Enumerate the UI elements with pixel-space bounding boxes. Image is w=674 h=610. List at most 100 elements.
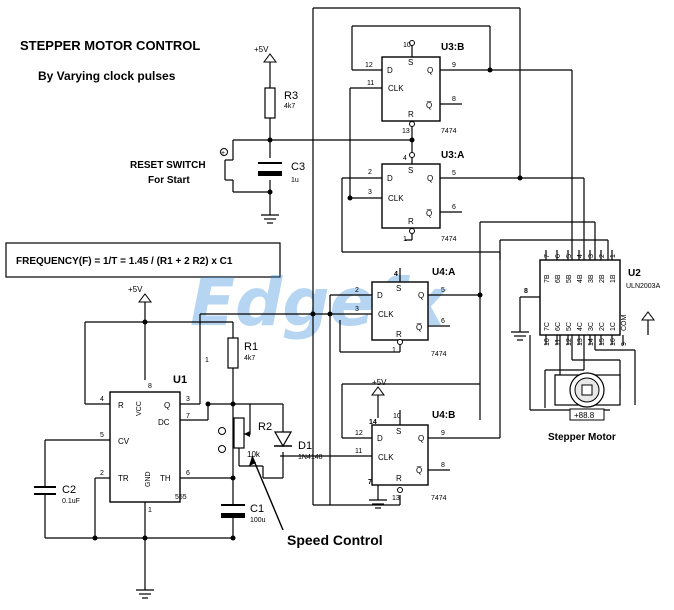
svg-text:11: 11 — [367, 80, 374, 87]
ground-symbol-u2 — [511, 331, 529, 341]
svg-text:D: D — [377, 291, 383, 300]
svg-text:9: 9 — [452, 62, 456, 69]
svg-text:R: R — [408, 110, 414, 119]
svg-text:4: 4 — [100, 396, 104, 403]
resistor-r1: R1 4k7 1 — [205, 337, 258, 369]
svg-text:7: 7 — [186, 413, 190, 420]
svg-text:Q: Q — [427, 174, 433, 183]
u2-top-pin-label: 4B — [577, 274, 584, 283]
stepper-motor: +88.8 Stepper Motor — [548, 372, 621, 443]
flipflop-u4b: U4:B D S Q CLK R Q̅ 10 12 11 13 9 8 14 7… — [355, 410, 455, 502]
svg-text:C1: C1 — [250, 503, 264, 515]
vcc-symbol-r3: +5V — [254, 45, 277, 63]
u2-top-pin-number: 3 — [588, 254, 595, 258]
u2-bottom-pin-label: COM — [621, 315, 628, 332]
svg-text:5: 5 — [441, 287, 445, 294]
u2-bottom-pin-number: 15 — [599, 338, 606, 346]
u2-bottom-pin-label: 6C — [555, 322, 562, 331]
svg-text:R: R — [396, 474, 402, 483]
u2-bottom-pin-number: 9 — [621, 342, 628, 346]
svg-text:+5V: +5V — [372, 378, 387, 387]
svg-text:VCC: VCC — [136, 401, 143, 416]
wires — [44, 7, 649, 590]
svg-text:8: 8 — [148, 383, 152, 390]
vcc-symbol-u4b: +5V — [371, 378, 387, 396]
svg-text:GND: GND — [145, 471, 152, 487]
svg-text:13: 13 — [392, 495, 400, 502]
reset-switch: + RESET SWITCH For Start — [130, 148, 234, 186]
svg-text:10: 10 — [393, 413, 401, 420]
u2-top-pin-number: 4 — [577, 254, 584, 258]
svg-text:+88.8: +88.8 — [574, 411, 595, 420]
u2-top-pin-number: 1 — [610, 254, 617, 258]
potentiometer-r2: R2 10k — [218, 412, 272, 478]
svg-text:R2: R2 — [258, 421, 272, 433]
svg-text:+5V: +5V — [254, 45, 269, 54]
svg-text:S: S — [408, 166, 413, 175]
u2-bottom-pin-label: 2C — [599, 322, 606, 331]
svg-text:12: 12 — [365, 62, 373, 69]
u2-bottom-pin-label: 1C — [610, 322, 617, 331]
svg-text:7474: 7474 — [431, 351, 447, 358]
svg-text:Q̅: Q̅ — [416, 466, 422, 475]
svg-text:11: 11 — [355, 448, 362, 455]
svg-text:6: 6 — [452, 204, 456, 211]
svg-text:4: 4 — [394, 271, 398, 278]
svg-text:1: 1 — [148, 507, 152, 514]
svg-text:R3: R3 — [284, 90, 298, 102]
flipflop-u3a: U3:A D S Q CLK R Q̅ 4 2 3 1 5 6 7474 — [368, 150, 464, 243]
svg-text:Q̅: Q̅ — [426, 209, 432, 218]
svg-text:S: S — [396, 284, 401, 293]
u2-bottom-pin-number: 11 — [555, 339, 562, 346]
u2-top-pin-number: 7 — [544, 254, 551, 258]
capacitor-c3: C3 1u — [258, 161, 305, 184]
svg-text:1: 1 — [205, 357, 209, 364]
svg-text:2: 2 — [100, 470, 104, 477]
svg-text:100u: 100u — [250, 517, 266, 524]
u2-bottom-pin-label: 3C — [588, 322, 595, 331]
vcc-symbol-u2 — [641, 311, 655, 321]
u2-top-pin-label: 7B — [544, 274, 551, 283]
svg-text:S: S — [396, 427, 401, 436]
svg-text:13: 13 — [402, 128, 410, 135]
svg-text:10: 10 — [403, 42, 411, 49]
svg-text:U2: U2 — [628, 268, 641, 279]
svg-text:1N4148: 1N4148 — [298, 454, 323, 461]
resistor-r3: R3 4k7 — [264, 87, 298, 119]
svg-text:S: S — [408, 58, 413, 67]
ground-symbol-u4b — [369, 499, 387, 509]
svg-text:7474: 7474 — [431, 495, 447, 502]
svg-text:U3:B: U3:B — [441, 42, 464, 53]
speed-control-annotation: Speed Control — [249, 455, 383, 548]
u2-bottom-pin-label: 7C — [544, 322, 551, 331]
svg-text:10k: 10k — [247, 450, 261, 459]
svg-text:DC: DC — [158, 418, 170, 427]
svg-text:4k7: 4k7 — [244, 355, 255, 362]
svg-text:Q: Q — [418, 434, 424, 443]
svg-text:6: 6 — [186, 470, 190, 477]
svg-text:7: 7 — [368, 479, 372, 486]
svg-text:CLK: CLK — [378, 310, 394, 319]
svg-text:5: 5 — [100, 432, 104, 439]
svg-text:U4:B: U4:B — [432, 410, 455, 421]
svg-text:3: 3 — [355, 306, 359, 313]
svg-text:D1: D1 — [298, 440, 312, 452]
flipflop-u4a: U4:A D S Q CLK R Q̅ 4 2 3 1 5 6 7474 — [355, 267, 455, 358]
svg-text:CV: CV — [118, 437, 130, 446]
u2-top-pin-label: 6B — [555, 274, 562, 283]
svg-text:CLK: CLK — [388, 84, 404, 93]
diagram-title: STEPPER MOTOR CONTROL — [20, 38, 200, 53]
u2-top-pin-label: 3B — [588, 274, 595, 283]
svg-text:6: 6 — [441, 318, 445, 325]
svg-text:1u: 1u — [291, 177, 299, 184]
svg-text:U4:A: U4:A — [432, 267, 455, 278]
ground-symbol-c3 — [261, 214, 279, 224]
u2-bottom-pin-label: 4C — [577, 322, 584, 331]
u2-bottom-pin-number: 14 — [588, 338, 595, 346]
svg-text:U3:A: U3:A — [441, 150, 464, 161]
svg-text:ULN2003A: ULN2003A — [626, 283, 661, 290]
svg-text:3: 3 — [368, 189, 372, 196]
flipflop-u3b: U3:B D S Q CLK R Q̅ 10 12 11 13 9 8 7474 — [365, 40, 464, 135]
svg-text:0.1uF: 0.1uF — [62, 498, 80, 505]
